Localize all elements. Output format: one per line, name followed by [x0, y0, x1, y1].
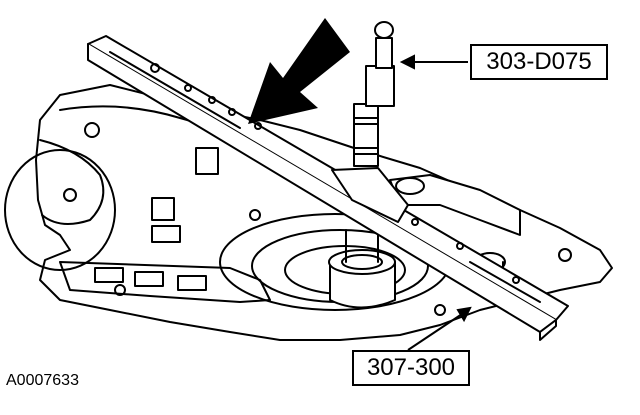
tool-bar-hole [208, 96, 216, 104]
indicator-base [331, 167, 409, 223]
tool-bar-hole [254, 122, 262, 130]
tool-bar-hole [228, 108, 236, 116]
thick-arrow-icon [248, 18, 350, 124]
indicator-collar [365, 65, 395, 107]
indicator-cap [374, 21, 394, 39]
case-flange-left [39, 139, 105, 225]
bolt-hole [114, 284, 126, 296]
tool-bar-hole [512, 276, 520, 284]
bolt-hole [84, 122, 100, 138]
tool-bar-side [87, 43, 557, 333]
bolt-hole [249, 209, 261, 221]
knob-right [395, 177, 425, 195]
indicator-stem [375, 37, 393, 69]
tool-bar-slot [469, 261, 541, 303]
tool-bar-slot [109, 51, 241, 129]
tool-bar-end [539, 319, 557, 341]
tool-bar-hole [184, 84, 192, 92]
hub-top-inner [341, 254, 383, 270]
case-lug [195, 147, 219, 175]
leader-line-bottom [407, 313, 463, 351]
callout-tool-307-300: 307-300 [352, 350, 470, 386]
case-passage [59, 261, 271, 303]
case-slot [177, 275, 207, 291]
figure-reference-id: A0007633 [6, 372, 79, 389]
bolt-hole [434, 304, 446, 316]
tool-bar-hole [150, 63, 160, 73]
tool-bar-hole [456, 242, 464, 250]
case-lug [151, 225, 181, 243]
tool-bar-hole [411, 218, 419, 226]
bolt-hole [63, 188, 77, 202]
leader-lines [399, 54, 472, 351]
callout-tool-303-d075: 303-D075 [470, 44, 608, 80]
bolt-hole [558, 248, 572, 262]
leader-arrowhead-bottom [456, 306, 472, 323]
case-slot [94, 267, 124, 283]
bore-left-arc [4, 149, 116, 271]
case-slot [134, 271, 164, 287]
hub-top [328, 249, 396, 275]
case-lug [151, 197, 175, 221]
indicator-body [353, 103, 379, 167]
leader-arrowhead-top [399, 54, 415, 70]
